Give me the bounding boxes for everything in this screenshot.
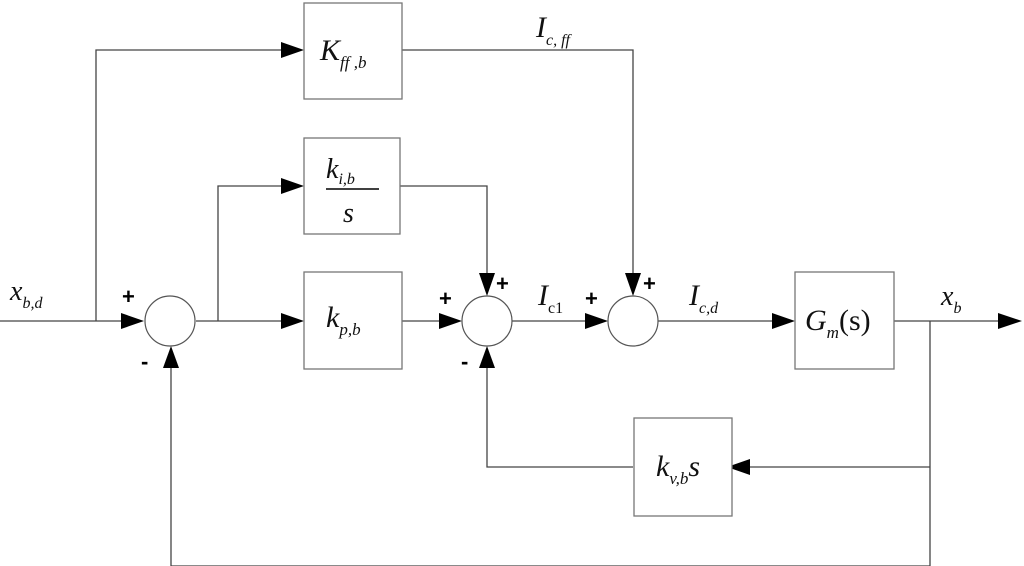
wire-ic-ff	[402, 49, 634, 288]
signal-ic1-label: Ic1	[537, 279, 563, 317]
block-plant: Gm(s)	[794, 271, 895, 370]
wire-feedforward-branch	[95, 49, 298, 321]
signal-ic-ff-label: Ic, ff	[535, 11, 573, 49]
arrow-to-sum3-left	[585, 313, 608, 329]
sign-sum3-top: +	[643, 271, 656, 296]
wire-feedback-outer	[170, 321, 931, 566]
wire-integral-branch	[217, 185, 298, 321]
signal-output-label: xb	[940, 281, 961, 317]
sign-sum1-left: +	[122, 284, 135, 309]
arrow-to-sum1-left	[121, 313, 144, 329]
wire-feedback-velocity-out	[486, 356, 633, 468]
sum-junction-1: + -	[122, 284, 196, 374]
arrow-to-sum2-top	[479, 273, 495, 296]
block-proportional: kp,b	[303, 271, 403, 370]
arrow-to-sum2-bottom	[479, 346, 495, 368]
wires	[0, 49, 1000, 566]
sum-junction-3: + +	[585, 271, 659, 347]
label-plant: Gm(s)	[805, 304, 871, 342]
sign-sum3-left: +	[585, 286, 598, 311]
sign-sum2-bottom: -	[461, 349, 468, 374]
sign-sum2-top: +	[496, 271, 509, 296]
label-proportional: kp,b	[326, 301, 361, 339]
arrow-to-proportional-block	[281, 313, 304, 329]
sign-sum2-left: +	[439, 286, 452, 311]
label-integral-numerator: ki,b	[326, 154, 355, 188]
block-feedforward: Kff ,b	[303, 2, 403, 100]
arrow-output	[998, 313, 1022, 329]
arrow-to-plant	[772, 313, 795, 329]
arrowheads	[121, 42, 1022, 475]
arrow-to-velocity-block	[727, 459, 750, 475]
arrow-to-sum2-left	[439, 313, 462, 329]
label-feedforward: Kff ,b	[319, 34, 366, 72]
arrow-to-sum3-top	[625, 273, 641, 296]
block-velocity: kv,bs	[633, 417, 733, 517]
arrow-to-ff-block	[281, 42, 304, 58]
label-velocity: kv,bs	[656, 450, 700, 488]
signal-icd-label: Ic,d	[688, 279, 719, 317]
sum-junction-2: + + -	[439, 271, 513, 374]
block-integral: ki,b s	[303, 137, 401, 235]
arrow-to-sum1-bottom	[163, 346, 179, 368]
label-integral-denominator: s	[343, 198, 354, 229]
wire-integral-out	[400, 185, 488, 288]
arrow-to-integral-block	[281, 178, 304, 194]
signal-input-label: xb,d	[9, 276, 43, 312]
sign-sum1-bottom: -	[141, 349, 148, 374]
